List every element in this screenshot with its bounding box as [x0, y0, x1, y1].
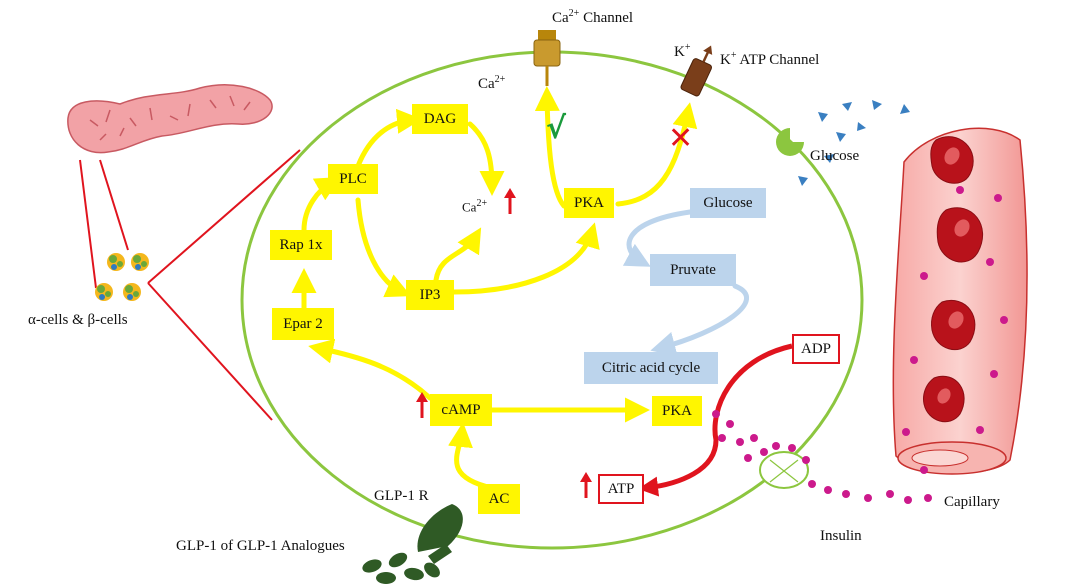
arrow-pruvate-citric — [650, 283, 749, 357]
check-mark-icon: √ — [546, 111, 567, 146]
ca-channel-label: Ca2+ Channel — [552, 8, 634, 26]
glucose-inside-box: Glucose — [690, 188, 766, 218]
pancreas-icon — [67, 84, 273, 154]
insulin-vesicle-icon — [759, 451, 809, 489]
atp-box: ATP — [598, 474, 644, 504]
arrow-ip3-ca — [433, 227, 482, 283]
pka-top-box: PKA — [564, 188, 614, 218]
glp1-analogues-label: GLP-1 of GLP-1 Analogues — [176, 538, 345, 554]
cross-mark-icon: ✕ — [668, 121, 693, 156]
citric-acid-cycle-box: Citric acid cycle — [584, 352, 718, 384]
camp-box: cAMP — [430, 394, 492, 426]
islet-cells-icon — [95, 253, 149, 301]
epar2-box: Epar 2 — [272, 308, 334, 340]
capillary-label: Capillary — [944, 494, 1000, 510]
glp1-receptor-icon — [417, 504, 463, 564]
ca-intracellular-label: Ca2+ — [462, 198, 488, 215]
arrow-pka-ca-channel — [534, 86, 567, 209]
pka-bottom-box: PKA — [652, 396, 702, 426]
k-ion-label: K+ — [674, 42, 691, 60]
ca-ion-label: Ca2+ — [478, 74, 506, 92]
arrow-dag-ca — [467, 121, 505, 196]
arrow-glucose-pruvate — [622, 209, 693, 267]
arrow-camp-epar2 — [308, 338, 433, 401]
k-atp-channel-icon — [680, 45, 713, 97]
rap1x-box: Rap 1x — [270, 230, 332, 260]
dag-box: DAG — [412, 104, 468, 134]
arrow-pka-k-channel — [615, 102, 698, 207]
ca-channel-icon — [533, 30, 561, 86]
pointer-line — [79, 159, 97, 289]
increase-arrow-icon — [580, 472, 592, 498]
increase-arrow-icon — [504, 188, 516, 214]
insulin-label: Insulin — [820, 528, 862, 544]
adp-box: ADP — [792, 334, 840, 364]
arrow-ac-camp — [448, 422, 495, 491]
plc-box: PLC — [328, 164, 378, 194]
pruvate-box: Pruvate — [650, 254, 736, 286]
zoom-line — [147, 149, 301, 284]
zoom-line — [147, 282, 273, 421]
arrow-ip3-pka — [451, 222, 600, 295]
glucose-outside-label: Glucose — [810, 148, 860, 164]
arrow-plc-ip3 — [355, 197, 412, 298]
glucose-transporter-icon — [776, 128, 804, 156]
capillary-icon — [892, 127, 1028, 475]
ip3-box: IP3 — [406, 280, 454, 310]
glp1-molecules-icon — [362, 552, 440, 584]
k-atp-channel-label: K+ ATP Channel — [720, 50, 820, 68]
pointer-line — [99, 159, 129, 251]
arrow-adp-atp — [638, 343, 793, 497]
ac-box: AC — [478, 484, 520, 514]
increase-arrow-icon — [416, 392, 428, 418]
glp1-receptor-label: GLP-1 R — [374, 488, 429, 504]
arrow-plc-dag — [355, 108, 422, 169]
alpha-beta-cells-label: α-cells & β-cells — [28, 312, 128, 328]
insulin-molecules-icon — [712, 186, 1008, 504]
